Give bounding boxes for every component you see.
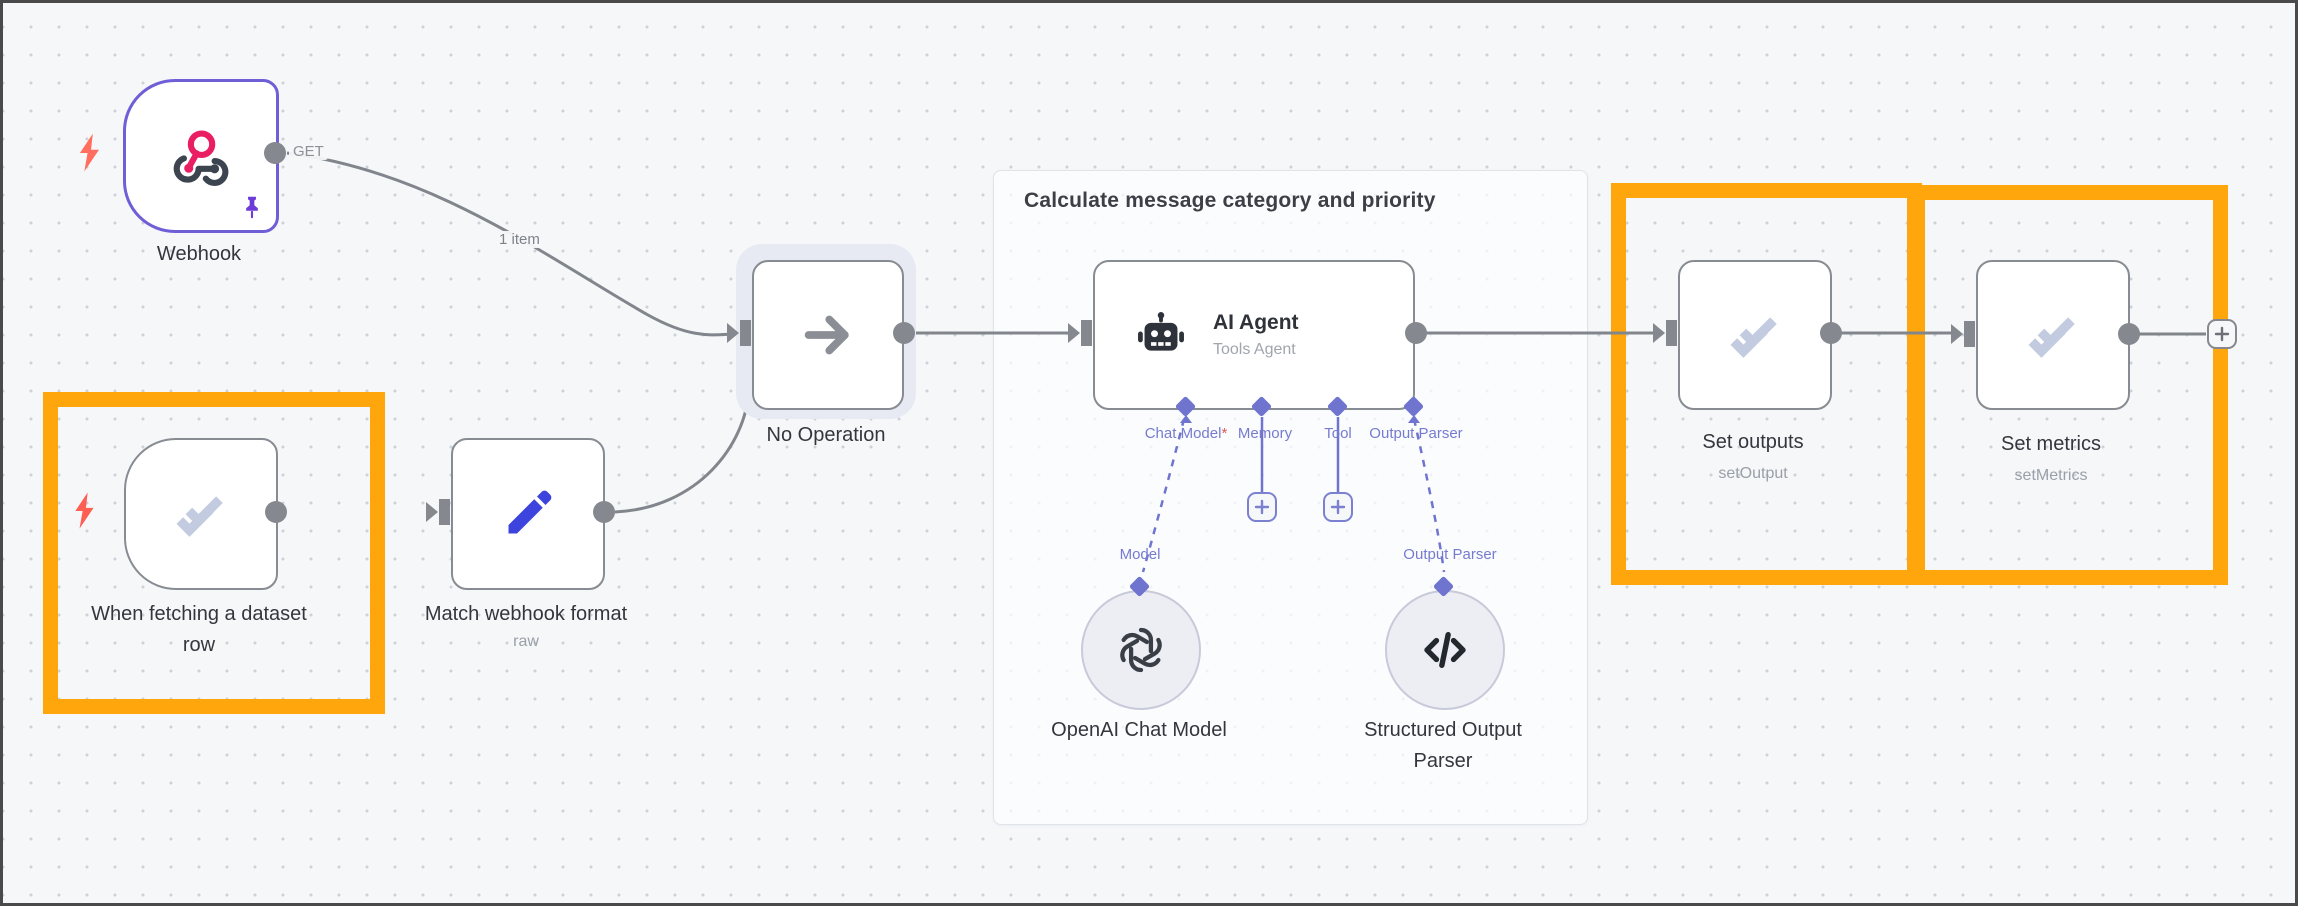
webhook-icon [173,130,229,186]
structured-output-parser-label-line1: Structured Output [1364,719,1522,741]
dataset-trigger-label-line2: row [182,634,216,656]
double-check-icon [2028,317,2075,358]
highlight-box-dataset-trigger [43,392,385,714]
dataset-trigger-label-line1: When fetching a dataset [91,603,307,625]
add-tool-button[interactable] [1323,492,1353,522]
connections-layer [286,151,2206,573]
trigger-lightning-icon [79,133,99,172]
trigger-lightning-icon [75,492,94,529]
plus-icon [1330,499,1346,515]
no-operation-input-port[interactable] [724,318,754,348]
add-memory-button[interactable] [1247,492,1277,522]
set-outputs-output-port[interactable] [1820,322,1842,344]
robot-icon [1138,312,1184,351]
code-icon [1424,632,1466,668]
set-metrics-label: Set metrics [2000,433,2102,455]
output-parser-sub-connector-label: Output Parser [1403,546,1497,563]
connection-match-format-to-no-operation[interactable] [614,332,751,514]
add-node-button[interactable] [2207,319,2237,349]
openai-chat-model-label: OpenAI Chat Model [1051,719,1227,741]
ai-agent-output-port[interactable] [1405,322,1427,344]
double-check-icon [176,496,223,537]
no-operation-output-port[interactable] [893,322,915,344]
set-metrics-subtitle: setMetrics [2014,467,2088,484]
match-format-input-port[interactable] [423,497,453,527]
ai-agent-title: AI Agent [1213,311,1299,334]
node-structured-output-parser[interactable] [1385,590,1505,710]
set-metrics-output-port[interactable] [2118,323,2140,345]
set-metrics-input-port[interactable] [1948,319,1978,349]
workflow-canvas[interactable]: Calculate message category and priority [3,3,2295,903]
node-openai-chat-model[interactable] [1081,590,1201,710]
node-ai-agent[interactable]: AI Agent Tools Agent [1093,260,1415,410]
chat-model-label-text: Chat Model [1144,425,1222,442]
match-format-output-port[interactable] [593,501,615,523]
structured-output-parser-label-line2: Parser [1413,750,1473,772]
highlight-box-set-metrics [1910,185,2228,585]
node-set-metrics[interactable] [1976,260,2130,410]
match-format-subtitle: raw [513,633,539,650]
plus-icon [1254,499,1270,515]
node-dataset-trigger[interactable] [124,438,278,590]
connector-label-tool: Tool [1324,425,1352,442]
connector-label-chat-model: Chat Model* [1145,425,1228,442]
node-set-outputs[interactable] [1678,260,1832,410]
webhook-method-label: GET [289,143,328,160]
set-outputs-subtitle: setOutput [1718,465,1788,482]
set-outputs-label: Set outputs [1702,431,1804,453]
webhook-items-label: 1 item [495,231,544,248]
pencil-icon [508,490,552,534]
node-no-operation[interactable] [752,260,904,410]
pin-icon [246,196,258,219]
webhook-output-port[interactable] [264,142,286,164]
connection-chat-model-dashed[interactable] [1141,418,1186,573]
set-outputs-input-port[interactable] [1650,318,1680,348]
webhook-node-label: Webhook [156,243,242,265]
plus-icon [2214,326,2230,342]
sticky-note-title: Calculate message category and priority [1024,189,1436,212]
node-webhook[interactable] [123,79,279,233]
chat-model-required-marker: * [1221,425,1228,442]
chat-model-arrow-icon [1180,415,1192,423]
model-connector-label: Model [1119,546,1161,563]
no-operation-label: No Operation [766,424,886,446]
double-check-icon [1730,317,1777,358]
connection-webhook-to-no-operation[interactable] [286,151,740,337]
connector-label-output-parser: Output Parser [1369,425,1463,442]
ai-agent-subtitle: Tools Agent [1213,341,1296,358]
connector-label-memory: Memory [1237,425,1293,442]
node-match-webhook-format[interactable] [451,438,605,590]
output-parser-arrow-icon [1408,415,1420,423]
match-format-label: Match webhook format [424,603,628,625]
connection-output-parser-dashed[interactable] [1412,418,1446,573]
arrow-right-icon [804,315,849,355]
openai-icon [1120,627,1162,673]
ai-agent-input-port[interactable] [1065,318,1095,348]
dataset-trigger-output-port[interactable] [265,501,287,523]
